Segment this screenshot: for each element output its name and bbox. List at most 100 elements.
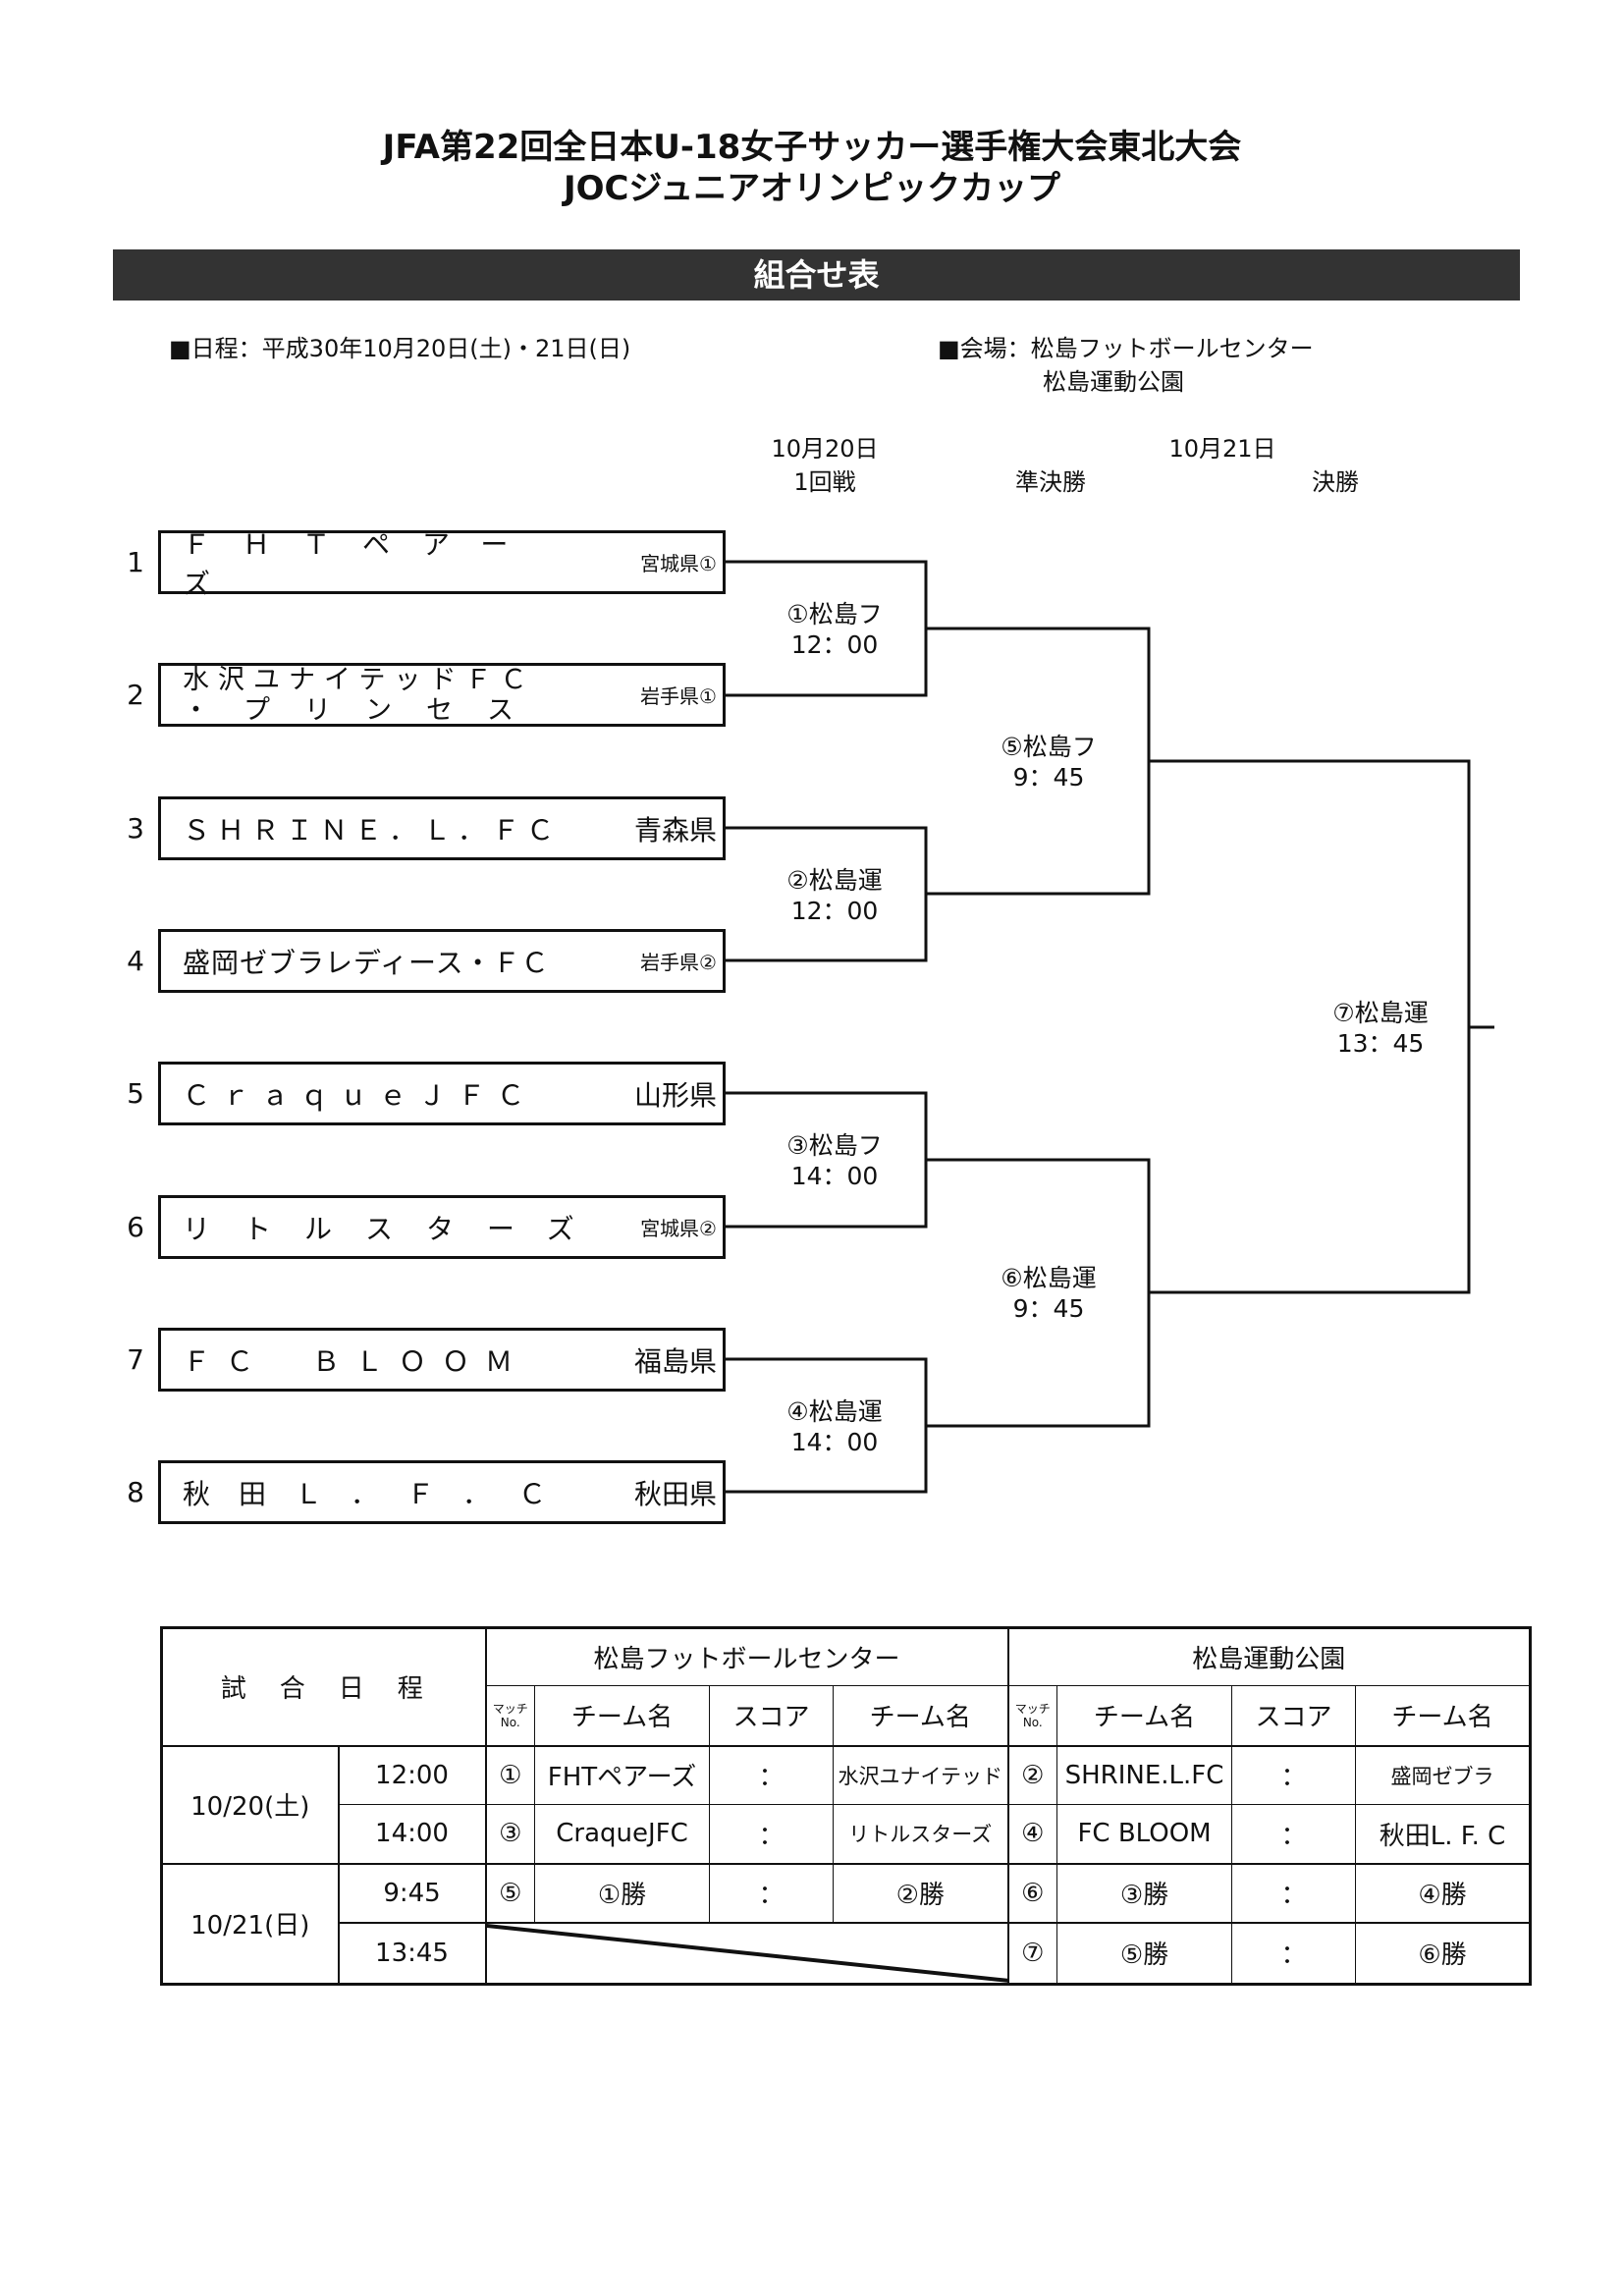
team-name: ＦＣ ＢＬＯＯＭ (183, 1344, 529, 1378)
home-team: ⑤勝 (1056, 1922, 1233, 1985)
document-title: JFA第22回全日本U-18女子サッカー選手権大会東北大会 (382, 128, 1242, 167)
away-team: ⑥勝 (1355, 1922, 1532, 1985)
team-box-2: 水沢ユナイテッドＦＣ ・プリンセス 岩手県① (158, 663, 726, 727)
match-no: ⑤ (485, 1863, 536, 1923)
table-row: 10/21(日) 9:45 ⑤ ①勝 ： ②勝 ⑥ ③勝 ： ④勝 (161, 1863, 1532, 1985)
score: ： (709, 1804, 835, 1864)
score: ： (1231, 1745, 1357, 1805)
seed-number: 4 (127, 945, 144, 977)
score: ： (709, 1745, 835, 1805)
team-col-header: チーム名 (1056, 1685, 1233, 1746)
schedule-header-title: 試 合 日 程 (160, 1627, 487, 1747)
match-no: ③ (485, 1804, 536, 1864)
score: ： (1231, 1804, 1357, 1864)
team-box-7: ＦＣ ＢＬＯＯＭ 福島県 (158, 1328, 726, 1392)
match-time: 13:45 (337, 1922, 487, 1985)
score-col-header: スコア (1231, 1685, 1357, 1746)
team-prefecture: 山形県 (633, 1078, 717, 1112)
venue-a-header: 松島フットボールセンター (485, 1627, 1009, 1686)
final-label: 決勝 (1312, 468, 1359, 496)
team-box-1: ＦＨＴペアーズ 宮城県① (158, 527, 726, 600)
seed-number: 1 (127, 546, 144, 578)
venue-info-second: 松島運動公園 (1043, 368, 1184, 396)
seed-number: 2 (127, 679, 144, 711)
away-team: 盛岡ゼブラ (1355, 1745, 1532, 1805)
team-prefecture: 青森県 (633, 813, 717, 847)
schedule-info: ■日程：平成30年10月20日(土)・21日(日) (169, 335, 631, 362)
score-col-header: スコア (709, 1685, 835, 1746)
round1-date: 10月20日 (771, 435, 879, 463)
team-name: 水沢ユナイテッドＦＣ ・プリンセス (183, 664, 548, 726)
seed-number: 6 (127, 1211, 144, 1243)
team-prefecture: 宮城県① (640, 552, 717, 575)
away-team: 水沢ユナイテッド (833, 1745, 1009, 1805)
away-team: リトルスターズ (833, 1804, 1009, 1864)
team-name: 秋田Ｌ．Ｆ．Ｃ (183, 1477, 575, 1510)
venue-info: ■会場：松島フットボールセンター (938, 335, 1314, 362)
match-no: ⑥ (1007, 1863, 1058, 1923)
home-team: ③勝 (1056, 1863, 1233, 1923)
match-no: ① (485, 1745, 536, 1805)
seed-number: 8 (127, 1476, 144, 1508)
away-team: ④勝 (1355, 1863, 1532, 1923)
home-team: FHTペアーズ (534, 1745, 711, 1805)
match-time: 14:00 (337, 1804, 487, 1864)
semifinal-label: 準決勝 (1015, 468, 1086, 496)
team-col-header: チーム名 (1355, 1685, 1532, 1746)
team-prefecture: 秋田県 (633, 1477, 717, 1510)
team-name: 盛岡ゼブラレディース・ＦＣ (183, 946, 550, 979)
team-box-4: 盛岡ゼブラレディース・ＦＣ 岩手県② (158, 929, 726, 993)
home-team: FC BLOOM (1056, 1804, 1233, 1864)
match-no: ② (1007, 1745, 1058, 1805)
match-no: ④ (1007, 1804, 1058, 1864)
score: ： (709, 1863, 835, 1923)
home-team: SHRINE.L.FC (1056, 1745, 1233, 1805)
match-no: ⑦ (1007, 1922, 1058, 1985)
document-subtitle: JOCジュニアオリンピックカップ (563, 169, 1061, 208)
home-team: ①勝 (534, 1863, 711, 1923)
home-team: CraqueJFC (534, 1804, 711, 1864)
empty-slash-cell (485, 1922, 1009, 1985)
table-row: 14:00 ③ CraqueJFC ： リトルスターズ ④ FC BLOOM ：… (161, 1804, 1532, 1864)
team-prefecture: 宮城県② (640, 1217, 717, 1240)
seed-number: 5 (127, 1077, 144, 1110)
away-team: 秋田L. F. C (1355, 1804, 1532, 1864)
round1-label: 1回戦 (793, 468, 856, 496)
away-team: ②勝 (833, 1863, 1009, 1923)
team-prefecture: 岩手県① (640, 684, 717, 708)
table-row: 13:45 ⑦ ⑤勝 ： ⑥勝 (162, 1922, 1532, 1985)
match-date: 10/20(土) (161, 1745, 340, 1865)
team-name: ＳＨＲＩＮＥ．Ｌ．ＦＣ (183, 813, 562, 847)
bracket-lines (726, 560, 1494, 1494)
match-time: 12:00 (337, 1745, 487, 1805)
team-name: ＦＨＴペアーズ (183, 527, 541, 600)
team-col-header: チーム名 (534, 1685, 711, 1746)
team-name: ＣｒａｑｕｅＪＦＣ (183, 1078, 537, 1112)
team-col-header: チーム名 (833, 1685, 1009, 1746)
table-row: 10/20(土) 12:00 ① FHTペアーズ ： 水沢ユナイテッド ② SH… (161, 1745, 1532, 1865)
round2-date: 10月21日 (1168, 435, 1276, 463)
seed-number: 7 (127, 1343, 144, 1376)
team-box-8: 秋田Ｌ．Ｆ．Ｃ 秋田県 (158, 1460, 726, 1524)
team-prefecture: 福島県 (633, 1344, 717, 1378)
team-box-6: リトルスターズ 宮城県② (158, 1195, 726, 1259)
match-time: 9:45 (337, 1863, 487, 1923)
seed-number: 3 (127, 812, 144, 845)
team-box-3: ＳＨＲＩＮＥ．Ｌ．ＦＣ 青森県 (158, 796, 726, 860)
section-banner: 組合せ表 (113, 249, 1520, 301)
score: ： (1231, 1922, 1357, 1985)
team-name: リトルスターズ (183, 1212, 608, 1245)
match-date: 10/21(日) (161, 1863, 340, 1985)
diagonal-slash (486, 1923, 1006, 1983)
team-prefecture: 岩手県② (640, 951, 717, 974)
